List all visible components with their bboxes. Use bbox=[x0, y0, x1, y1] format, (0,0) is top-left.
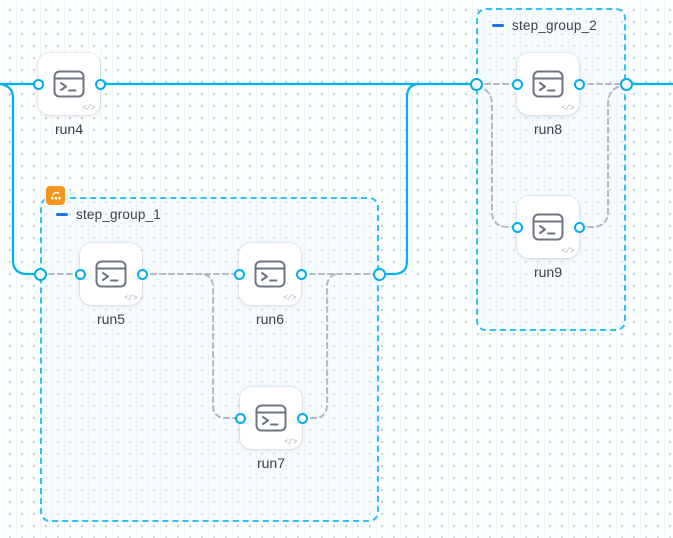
port-run6-input[interactable] bbox=[233, 268, 245, 280]
terminal-icon bbox=[532, 213, 564, 241]
code-icon: </> bbox=[82, 104, 95, 113]
node-label-run4: run4 bbox=[54, 121, 84, 137]
group-label: step_group_1 bbox=[76, 207, 161, 222]
terminal-icon bbox=[53, 70, 85, 98]
collapse-minus-icon[interactable] bbox=[492, 23, 504, 28]
port-group2-output[interactable] bbox=[619, 77, 633, 91]
node-card-run4[interactable]: </> bbox=[38, 53, 100, 115]
matrix-runs-icon[interactable] bbox=[46, 186, 65, 205]
port-group2-input[interactable] bbox=[469, 77, 483, 91]
node-card-run5[interactable]: </> bbox=[80, 243, 142, 305]
wire-group1-to-main[interactable] bbox=[377, 82, 422, 276]
port-run8-output[interactable] bbox=[573, 78, 585, 90]
port-run4-output[interactable] bbox=[94, 78, 106, 90]
port-run7-input[interactable] bbox=[234, 412, 246, 424]
node-card-run9[interactable]: </> bbox=[517, 196, 579, 258]
wire-branch-to-group1[interactable] bbox=[0, 82, 42, 276]
terminal-icon bbox=[254, 260, 286, 288]
group-label: step_group_2 bbox=[512, 18, 597, 33]
port-group1-input[interactable] bbox=[33, 267, 47, 281]
group-step-group-2[interactable]: step_group_2 bbox=[476, 8, 626, 331]
port-run4-input[interactable] bbox=[32, 78, 44, 90]
port-run5-output[interactable] bbox=[136, 268, 148, 280]
port-run7-output[interactable] bbox=[296, 412, 308, 424]
connector-run7-group1[interactable] bbox=[301, 273, 341, 419]
node-label-run9: run9 bbox=[533, 264, 563, 280]
port-group1-output[interactable] bbox=[372, 267, 386, 281]
port-run5-input[interactable] bbox=[74, 268, 86, 280]
node-label-run6: run6 bbox=[255, 311, 285, 327]
group-header: step_group_2 bbox=[492, 18, 597, 33]
node-label-run7: run7 bbox=[256, 455, 286, 471]
code-icon: </> bbox=[561, 104, 574, 113]
terminal-icon bbox=[255, 404, 287, 432]
terminal-icon bbox=[95, 260, 127, 288]
code-icon: </> bbox=[284, 438, 297, 447]
collapse-minus-icon[interactable] bbox=[56, 212, 68, 217]
code-icon: </> bbox=[283, 294, 296, 303]
code-icon: </> bbox=[561, 247, 574, 256]
terminal-icon bbox=[532, 70, 564, 98]
node-label-run5: run5 bbox=[96, 311, 126, 327]
node-card-run6[interactable]: </> bbox=[239, 243, 301, 305]
node-card-run8[interactable]: </> bbox=[517, 53, 579, 115]
connector-run5-run7[interactable] bbox=[141, 273, 241, 419]
port-run9-input[interactable] bbox=[511, 221, 523, 233]
node-card-run7[interactable]: </> bbox=[240, 387, 302, 449]
port-run8-input[interactable] bbox=[511, 78, 523, 90]
connector-group2-run9[interactable] bbox=[476, 85, 518, 228]
code-icon: </> bbox=[124, 294, 137, 303]
node-label-run8: run8 bbox=[533, 121, 563, 137]
connector-run9-group2[interactable] bbox=[578, 84, 625, 228]
group-header: step_group_1 bbox=[56, 207, 161, 222]
port-run9-output[interactable] bbox=[573, 221, 585, 233]
port-run6-output[interactable] bbox=[295, 268, 307, 280]
